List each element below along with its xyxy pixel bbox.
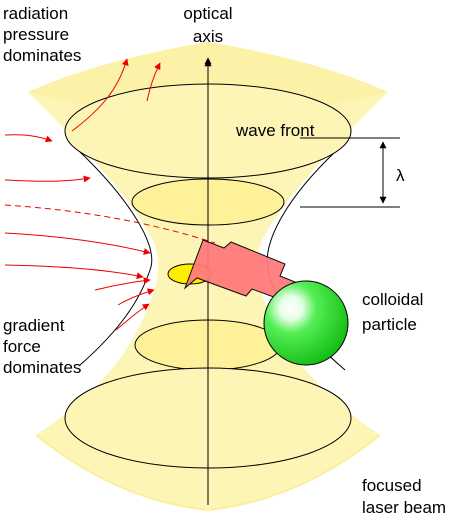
sphere-icon	[263, 280, 349, 366]
label-wave-front: wave front	[235, 121, 315, 140]
field-arrow-4	[4, 175, 91, 183]
field-arrow-6	[4, 264, 144, 280]
label-lambda: λ	[396, 166, 405, 185]
field-arrow-7	[94, 277, 151, 291]
label-force: force	[3, 337, 41, 356]
label-gradient: gradient	[3, 316, 65, 335]
label-dominates: dominates	[3, 358, 81, 377]
label-focused: focused	[362, 476, 422, 495]
field-arrow-9	[115, 303, 150, 331]
beam-edge-left	[79, 151, 153, 366]
field-arrow-5	[4, 232, 151, 255]
label-radiation-1: radiation	[3, 4, 68, 23]
beam-bottom-arc	[35, 434, 381, 512]
field-arrow-8	[117, 288, 155, 306]
big-arrow-icon	[183, 239, 301, 301]
label-radiation-3: dominates	[3, 46, 81, 65]
field-arrow-3	[146, 62, 161, 102]
label-optical: optical	[183, 4, 232, 23]
label-particle: particle	[362, 315, 417, 334]
label-colloidal: colloidal	[362, 290, 423, 309]
label-laser-beam: laser beam	[362, 498, 446, 517]
label-axis: axis	[193, 27, 223, 46]
label-radiation-2: pressure	[3, 25, 69, 44]
field-arrow-2	[71, 58, 129, 132]
field-arrow-1	[4, 134, 53, 143]
